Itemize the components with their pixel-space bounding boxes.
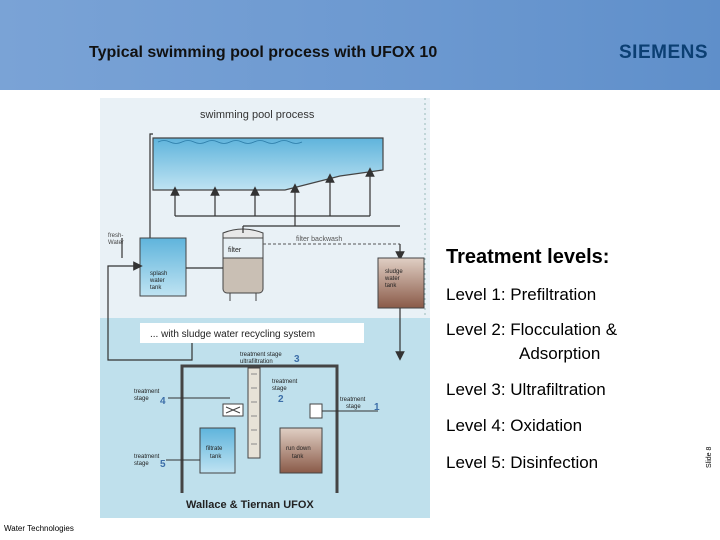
svg-text:treatment: treatment bbox=[340, 397, 366, 403]
recycling-title-box bbox=[140, 323, 364, 343]
svg-text:4: 4 bbox=[160, 396, 166, 407]
process-diagram: swimming pool process fresh- Water splas… bbox=[100, 98, 430, 518]
svg-text:sludge: sludge bbox=[385, 269, 403, 275]
level-3: Level 3: Ultrafiltration bbox=[446, 380, 606, 399]
header-bar: Typical swimming pool process with UFOX … bbox=[0, 0, 720, 90]
prefilter-unit bbox=[309, 403, 323, 419]
page-title: Typical swimming pool process with UFOX … bbox=[89, 44, 438, 61]
svg-text:treatment: treatment bbox=[134, 389, 160, 395]
filtrate-tank bbox=[199, 427, 236, 474]
treatment-levels-title: Treatment levels: bbox=[446, 246, 610, 268]
level-2: Level 2: Flocculation & bbox=[446, 320, 618, 339]
svg-text:stage: stage bbox=[134, 461, 149, 467]
run-down-tank bbox=[279, 427, 323, 474]
svg-text:treatment stage: treatment stage bbox=[240, 352, 282, 358]
svg-text:stage: stage bbox=[272, 386, 287, 392]
level-1: Level 1: Prefiltration bbox=[446, 285, 597, 304]
svg-text:Water: Water bbox=[108, 240, 124, 246]
svg-text:1: 1 bbox=[374, 402, 380, 413]
svg-text:5: 5 bbox=[160, 459, 166, 470]
svg-text:treatment: treatment bbox=[272, 379, 298, 385]
footer-text: Water Technologies bbox=[4, 524, 74, 533]
level-2-continued: Adsorption bbox=[519, 344, 601, 363]
uf-membrane-column bbox=[247, 367, 261, 459]
svg-text:tank: tank bbox=[292, 454, 304, 460]
level-4: Level 4: Oxidation bbox=[446, 416, 583, 435]
svg-text:treatment: treatment bbox=[134, 454, 160, 460]
svg-text:2: 2 bbox=[278, 394, 284, 405]
svg-text:tank: tank bbox=[210, 454, 222, 460]
splash-water-tank bbox=[139, 237, 187, 297]
svg-text:stage: stage bbox=[346, 404, 361, 410]
sludge-water-tank bbox=[377, 257, 425, 309]
fresh-water-label: fresh- bbox=[108, 233, 123, 239]
brand-logo: SIEMENS bbox=[619, 42, 709, 63]
level-5: Level 5: Disinfection bbox=[446, 453, 599, 472]
lower-panel bbox=[100, 318, 430, 518]
svg-text:tank: tank bbox=[385, 283, 397, 289]
recycling-title: ... with sludge water recycling system bbox=[150, 329, 315, 340]
svg-text:filtrate: filtrate bbox=[206, 446, 223, 452]
svg-text:tank: tank bbox=[150, 285, 162, 291]
svg-text:water: water bbox=[149, 278, 165, 284]
svg-text:stage: stage bbox=[134, 396, 149, 402]
diagram-top-title: swimming pool process bbox=[200, 109, 315, 121]
svg-text:3: 3 bbox=[294, 354, 300, 365]
svg-text:run down: run down bbox=[286, 446, 311, 452]
svg-text:water: water bbox=[384, 276, 400, 282]
svg-text:splash: splash bbox=[150, 271, 167, 277]
filter-backwash-label: filter backwash bbox=[296, 236, 342, 243]
filter-label: filter bbox=[228, 247, 242, 254]
slide-number: Slide 8 bbox=[706, 446, 713, 468]
svg-text:ultrafiltration: ultrafiltration bbox=[240, 359, 273, 365]
product-name: Wallace & Tiernan UFOX bbox=[186, 499, 314, 511]
